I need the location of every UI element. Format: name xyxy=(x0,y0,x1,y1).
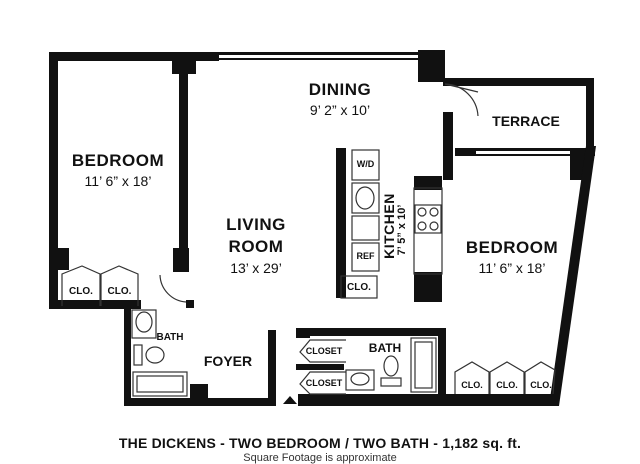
wall-column-closet xyxy=(296,328,310,338)
window-right-bed xyxy=(476,151,574,154)
door-terrace xyxy=(444,83,479,117)
bath-left-tub xyxy=(132,371,188,397)
wall-closet-divide xyxy=(296,364,344,370)
wall-left-bath-left xyxy=(124,308,131,406)
kitchen-size: 7’ 5” x 10’ xyxy=(396,204,408,256)
closet-right-3: CLO. xyxy=(530,380,552,390)
dining-size: 9’ 2” x 10’ xyxy=(309,102,371,118)
wall-bottom-left xyxy=(49,300,141,309)
wall-right-bed-left xyxy=(443,150,453,180)
wall-bath-top xyxy=(296,328,441,336)
burner-1 xyxy=(417,207,427,217)
dishwasher-box xyxy=(351,182,380,214)
closet-left-2: CLO. xyxy=(107,286,132,297)
wall-column-foyer xyxy=(190,384,208,406)
bath-left-sink-box xyxy=(131,309,157,339)
bath-right-sink xyxy=(350,372,370,386)
living-name-line2: ROOM xyxy=(228,237,284,256)
closet-left-1-shape xyxy=(61,265,101,306)
bath-left-toilet xyxy=(145,346,165,364)
closet-right-3-shape xyxy=(524,361,556,395)
wall-column-left xyxy=(53,248,69,270)
burner-3 xyxy=(417,221,427,231)
closet-top-shape xyxy=(299,339,346,363)
wall-bedroom-right xyxy=(179,60,188,272)
bedroom-right-name: BEDROOM xyxy=(465,238,559,257)
door-terrace-leaf xyxy=(444,83,479,93)
bath-right-toilet-tank xyxy=(380,377,402,387)
bath-left-sink xyxy=(135,311,153,333)
wall-column-mid xyxy=(173,248,189,272)
wall-column-right xyxy=(570,148,586,180)
bath-left-toilet-tank xyxy=(133,344,143,366)
closet-left-1: CLO. xyxy=(69,286,93,297)
wall-foyer-bottom xyxy=(190,398,276,406)
dining-name: DINING xyxy=(308,80,372,99)
wall-bottom-right xyxy=(298,394,559,406)
wall-left-outer xyxy=(49,52,58,308)
walls xyxy=(49,50,596,406)
closet-right-2: CLO. xyxy=(496,380,518,390)
closet-hall-bottom: CLOSET xyxy=(305,378,343,388)
entry-arrow-icon xyxy=(283,396,297,404)
wall-top-left xyxy=(49,52,197,61)
closet-kitchen-shape xyxy=(340,275,378,299)
living-size: 13’ x 29’ xyxy=(230,260,282,276)
wall-kitchen-col xyxy=(414,272,442,302)
closet-right-2-shape xyxy=(489,361,525,394)
wd-box xyxy=(351,149,380,181)
wall-top-main xyxy=(193,52,219,61)
closet-kitchen: CLO. xyxy=(347,282,371,293)
wall-bath-divide xyxy=(438,328,446,396)
wall-terrace-right xyxy=(586,78,594,146)
bath-right-name: BATH xyxy=(368,341,402,355)
living-name-line1: LIVING xyxy=(226,215,286,234)
closet-left-2-shape xyxy=(100,265,139,306)
wd-label: W/D xyxy=(356,159,375,169)
wall-foyer-right xyxy=(268,330,276,406)
sink xyxy=(355,186,375,210)
plan-title: THE DICKENS - TWO BEDROOM / TWO BATH - 1… xyxy=(118,435,522,451)
wall-left-bath-bottom xyxy=(124,398,194,406)
closet-hall-top: CLOSET xyxy=(305,346,343,356)
foyer-name: FOYER xyxy=(203,353,253,369)
wall-terrace-left xyxy=(443,112,453,150)
kitchen-name: KITCHEN xyxy=(381,193,397,259)
bedroom-left-size: 11’ 6” x 18’ xyxy=(84,173,152,189)
wall-column-dining xyxy=(418,50,445,82)
ref-label: REF xyxy=(356,251,375,261)
counter-right xyxy=(413,187,443,275)
window-top-b xyxy=(219,58,419,60)
wall-right-slanted xyxy=(549,146,596,406)
wall-terrace-top xyxy=(443,78,593,86)
terrace-name: TERRACE xyxy=(492,113,560,129)
bath-left-tub-inner xyxy=(136,375,184,393)
closet-bottom-shape xyxy=(299,371,346,395)
burner-4 xyxy=(429,221,439,231)
closet-right-1: CLO. xyxy=(461,380,483,390)
door-bath-left xyxy=(159,274,187,303)
bath-right-toilet xyxy=(383,355,399,377)
stove xyxy=(414,204,442,234)
bedroom-left-name: BEDROOM xyxy=(71,151,165,170)
ref-box xyxy=(351,242,380,272)
bath-left-name: BATH xyxy=(156,332,184,343)
window-top xyxy=(219,52,419,55)
bath-right-tub xyxy=(410,337,437,393)
bath-right-sink-box xyxy=(345,369,375,391)
closet-right-1-shape xyxy=(454,361,490,394)
burner-2 xyxy=(429,207,439,217)
wall-kitchen-left xyxy=(336,148,346,298)
wall-foyer-left xyxy=(186,300,194,308)
fixtures xyxy=(61,83,556,397)
counter-box xyxy=(351,215,380,241)
plan-note: Square Footage is approximate xyxy=(243,452,397,464)
bath-right-tub-inner xyxy=(414,341,433,389)
wall-kitchen-right xyxy=(414,176,442,190)
bedroom-right-size: 11’ 6” x 18’ xyxy=(478,260,546,276)
